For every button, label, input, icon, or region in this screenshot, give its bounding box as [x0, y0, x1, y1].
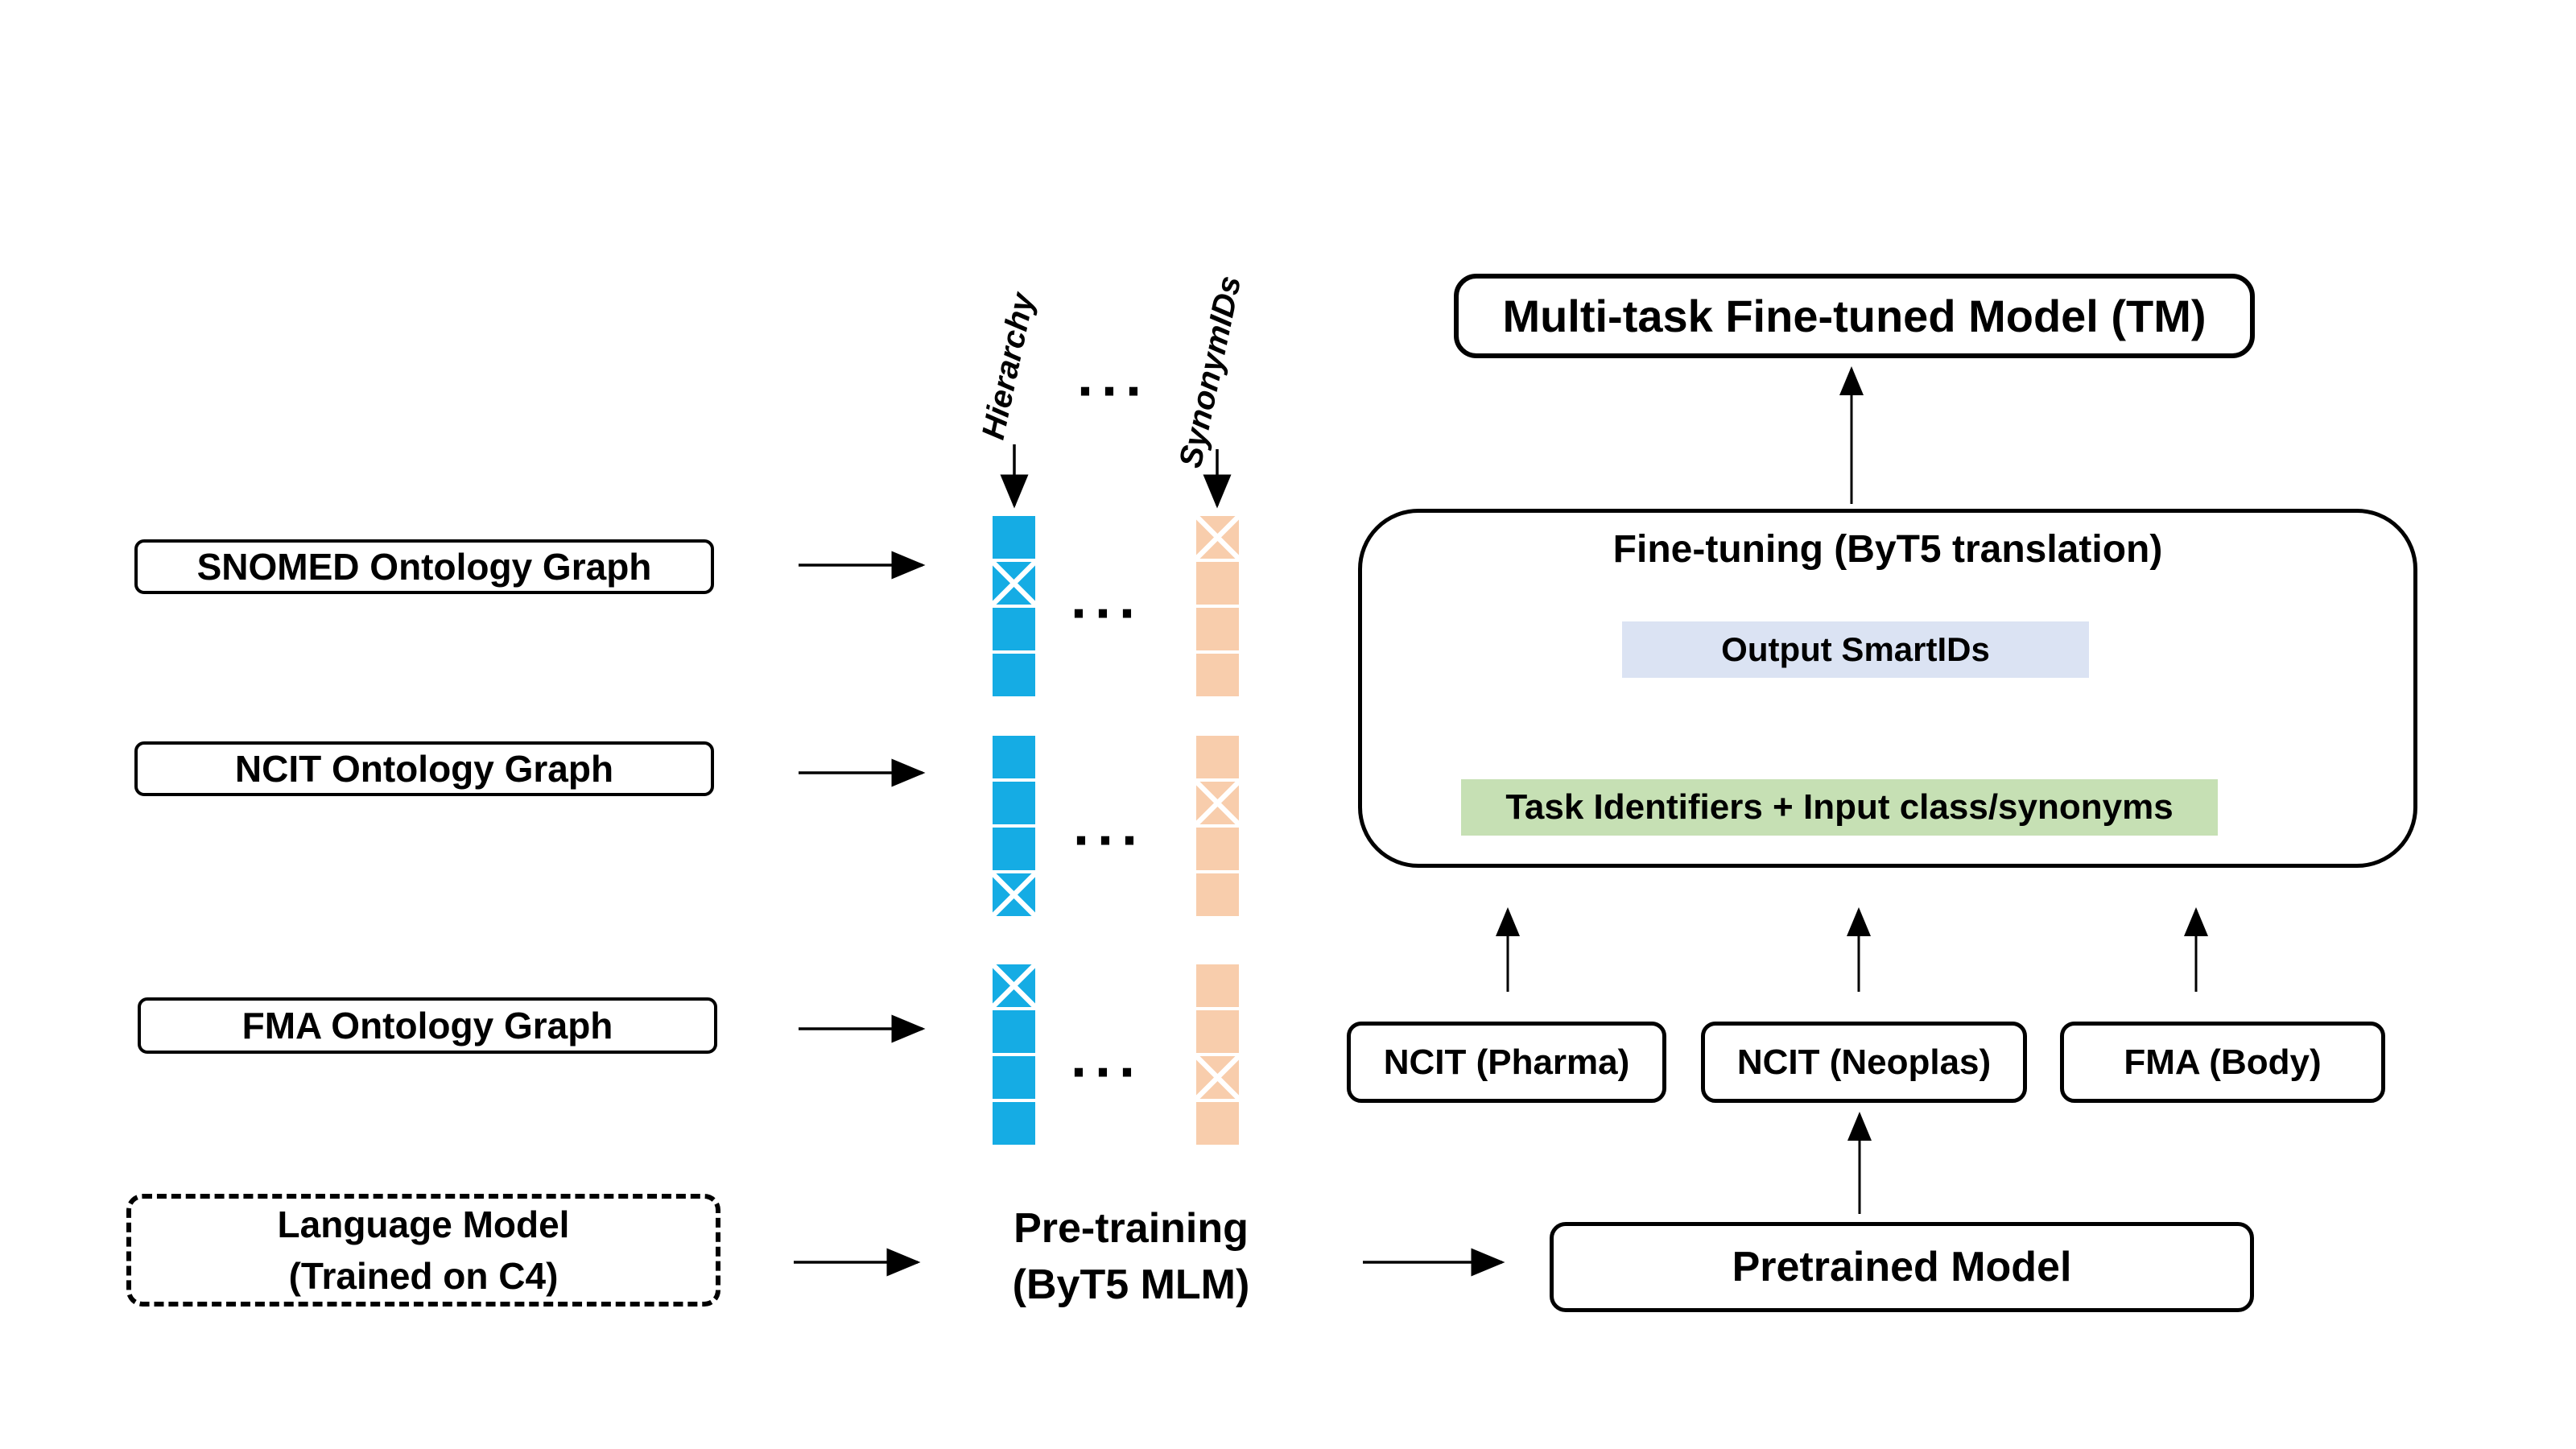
- token-square-orange-ncit-1: [1196, 736, 1239, 778]
- x-mark-icon: [993, 562, 1035, 605]
- multitask-model-label: Multi-task Fine-tuned Model (TM): [1502, 291, 2207, 341]
- token-square-blue-fma-4: [993, 1102, 1035, 1145]
- token-square-orange-fma-3: [1196, 1056, 1239, 1099]
- token-square-blue-ncit-4: [993, 873, 1035, 916]
- token-square-orange-snomed-2: [1196, 562, 1239, 605]
- x-mark-icon: [1196, 1056, 1239, 1099]
- token-square-blue-snomed-3: [993, 608, 1035, 650]
- hierarchy-column-label: Hierarchy: [975, 290, 1042, 443]
- synonymids-column-label: SynonymIDs: [1172, 272, 1249, 471]
- pretraining-line1: Pre-training: [1013, 1205, 1249, 1252]
- language-model-line2: (Trained on C4): [288, 1255, 559, 1297]
- task-box-ncit-pharma: NCIT (Pharma): [1347, 1022, 1666, 1103]
- token-square-orange-snomed-3: [1196, 608, 1239, 650]
- token-square-blue-ncit-3: [993, 828, 1035, 870]
- token-square-orange-snomed-1: [1196, 516, 1239, 559]
- finetuning-title: Fine-tuning (ByT5 translation): [1612, 528, 2163, 571]
- token-square-orange-fma-4: [1196, 1102, 1239, 1145]
- token-square-orange-snomed-4: [1196, 654, 1239, 696]
- x-mark-icon: [993, 964, 1035, 1007]
- token-square-blue-snomed-4: [993, 654, 1035, 696]
- task-box-fma-body-label: FMA (Body): [2124, 1042, 2322, 1082]
- task-identifiers-bar: Task Identifiers + Input class/synonyms: [1461, 779, 2218, 836]
- token-square-orange-ncit-2: [1196, 782, 1239, 824]
- pretrained-model-box: Pretrained Model: [1550, 1222, 2254, 1312]
- ncit-ontology-box: NCIT Ontology Graph: [134, 741, 714, 796]
- output-smartids-label: Output SmartIDs: [1721, 630, 1990, 668]
- task-box-ncit-pharma-label: NCIT (Pharma): [1383, 1042, 1630, 1082]
- ellipsis-snomed: ...: [1070, 566, 1144, 631]
- ellipsis-fma: ...: [1070, 1025, 1144, 1090]
- snomed-ontology-label: SNOMED Ontology Graph: [196, 546, 652, 588]
- token-square-blue-fma-3: [993, 1056, 1035, 1099]
- ncit-ontology-label: NCIT Ontology Graph: [234, 748, 614, 790]
- token-square-orange-fma-1: [1196, 964, 1239, 1007]
- fma-ontology-box: FMA Ontology Graph: [138, 997, 717, 1054]
- task-box-ncit-neoplas-label: NCIT (Neoplas): [1736, 1042, 1992, 1082]
- token-square-orange-fma-2: [1196, 1010, 1239, 1053]
- output-smartids-bar: Output SmartIDs: [1622, 621, 2089, 678]
- x-mark-icon: [1196, 516, 1239, 559]
- token-square-orange-ncit-4: [1196, 873, 1239, 916]
- token-square-orange-ncit-3: [1196, 828, 1239, 870]
- snomed-ontology-box: SNOMED Ontology Graph: [134, 539, 714, 594]
- multitask-model-box: Multi-task Fine-tuned Model (TM): [1454, 274, 2255, 358]
- task-box-fma-body: FMA (Body): [2060, 1022, 2385, 1103]
- token-square-blue-ncit-2: [993, 782, 1035, 824]
- token-square-blue-fma-2: [993, 1010, 1035, 1053]
- token-square-blue-fma-1: [993, 964, 1035, 1007]
- ellipsis-top: ...: [1076, 344, 1150, 409]
- ellipsis-ncit: ...: [1072, 793, 1146, 858]
- x-mark-icon: [993, 873, 1035, 916]
- pretraining-line2: (ByT5 MLM): [1012, 1261, 1250, 1308]
- token-square-blue-ncit-1: [993, 736, 1035, 778]
- language-model-line1: Language Model: [277, 1203, 570, 1245]
- token-square-blue-snomed-1: [993, 516, 1035, 559]
- token-square-blue-snomed-2: [993, 562, 1035, 605]
- task-box-ncit-neoplas: NCIT (Neoplas): [1701, 1022, 2027, 1103]
- pretraining-text: Pre-training (ByT5 MLM): [930, 1200, 1332, 1313]
- language-model-box: Language Model (Trained on C4): [126, 1194, 720, 1307]
- x-mark-icon: [1196, 782, 1239, 824]
- fma-ontology-label: FMA Ontology Graph: [242, 1005, 613, 1046]
- task-identifiers-label: Task Identifiers + Input class/synonyms: [1505, 787, 2174, 827]
- pretrained-model-label: Pretrained Model: [1732, 1244, 2072, 1290]
